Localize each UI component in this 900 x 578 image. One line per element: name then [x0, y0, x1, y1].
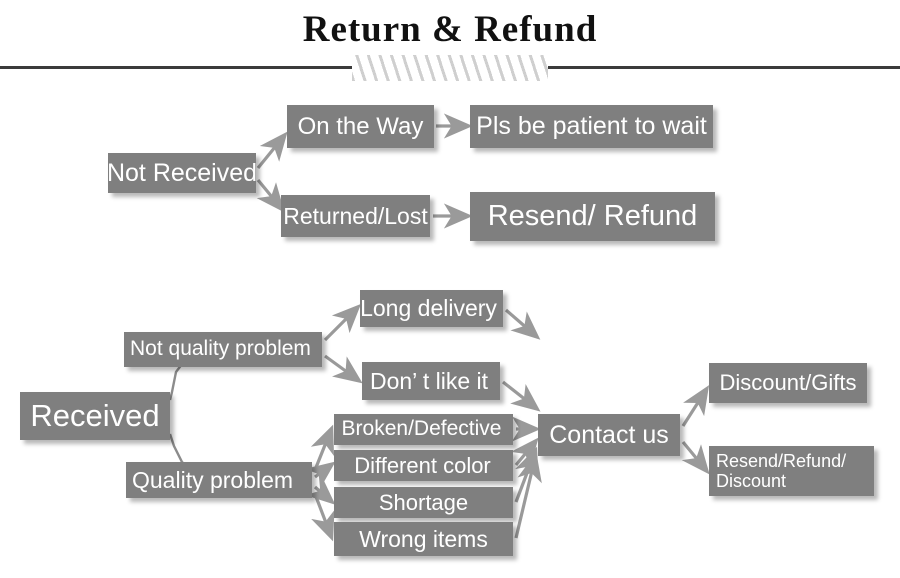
node-quality-problem[interactable]: Quality problem — [126, 462, 312, 498]
node-contact-us[interactable]: Contact us — [538, 414, 680, 456]
node-label: Not quality problem — [130, 337, 311, 361]
divider-rule-left — [0, 66, 352, 69]
node-long-delivery[interactable]: Long delivery — [360, 290, 503, 327]
node-label: Wrong items — [359, 525, 488, 552]
node-resend-refund[interactable]: Resend/ Refund — [470, 192, 715, 241]
node-broken-defective[interactable]: Broken/Defective — [334, 414, 513, 445]
node-wrong-items[interactable]: Wrong items — [334, 522, 513, 556]
node-discount-gifts[interactable]: Discount/Gifts — [709, 363, 867, 403]
hatched-divider-icon — [352, 55, 548, 81]
node-label: Returned/Lost — [283, 202, 428, 229]
node-label: Contact us — [549, 420, 669, 449]
node-label: Pls be patient to wait — [476, 112, 707, 141]
divider-rule-right — [548, 66, 900, 69]
node-on-the-way[interactable]: On the Way — [287, 105, 434, 148]
node-pls-be-patient-to-wait[interactable]: Pls be patient to wait — [470, 105, 713, 148]
node-received[interactable]: Received — [20, 392, 170, 440]
node-not-received[interactable]: Not Received — [106, 153, 258, 193]
node-label-line2: Discount — [716, 471, 787, 491]
node-label: Received — [30, 397, 160, 433]
node-label: Not Received — [106, 158, 258, 187]
node-label-line1: Resend/Refund/ — [716, 450, 847, 471]
node-label: Shortage — [378, 489, 469, 515]
node-dont-like-it[interactable]: Don’ t like it — [362, 362, 500, 400]
node-resend-refund-discount[interactable]: Resend/Refund/ Discount — [709, 446, 874, 496]
page-title: Return & Refund — [302, 9, 598, 50]
node-label: On the Way — [297, 112, 424, 140]
node-different-color[interactable]: Different color — [334, 450, 513, 481]
node-label: Resend/ Refund — [487, 200, 698, 233]
node-shortage[interactable]: Shortage — [334, 487, 513, 518]
title-divider — [0, 55, 900, 81]
node-label-wrapper: Resend/Refund/ Discount — [716, 451, 846, 491]
node-label: Quality problem — [132, 466, 294, 493]
node-label: Broken/Defective — [341, 417, 502, 441]
node-label: Different color — [354, 452, 491, 478]
node-not-quality-problem[interactable]: Not quality problem — [124, 332, 322, 367]
node-label: Long delivery — [360, 295, 497, 322]
node-label: Don’ t like it — [369, 367, 489, 394]
node-returned-lost[interactable]: Returned/Lost — [281, 195, 430, 237]
node-label: Discount/Gifts — [719, 370, 857, 396]
